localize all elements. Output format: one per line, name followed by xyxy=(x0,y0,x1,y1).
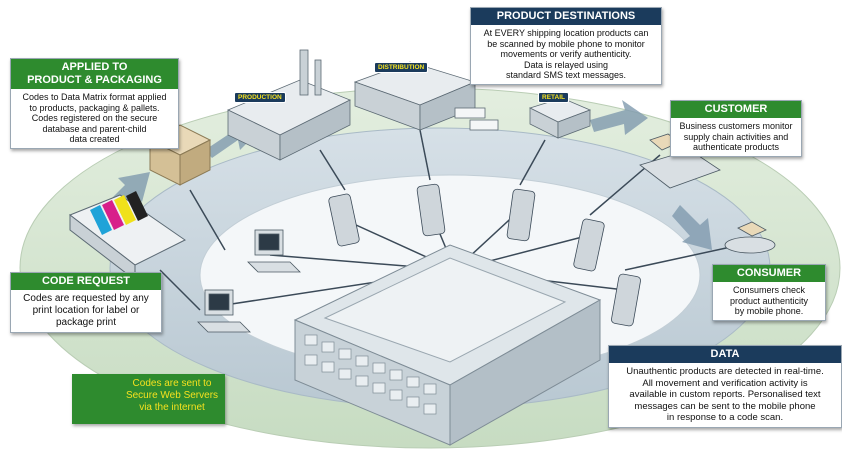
destinations-title: PRODUCT DESTINATIONS xyxy=(471,8,661,25)
data-title: DATA xyxy=(609,346,841,363)
consumer-table xyxy=(724,221,776,254)
printer xyxy=(68,191,186,282)
applied-title: APPLIED TO PRODUCT & PACKAGING xyxy=(11,59,178,89)
destinations-line: At EVERY shipping location products can xyxy=(483,28,649,38)
data-box: DATA Unauthentic products are detected i… xyxy=(608,345,842,428)
computer-terminal-1 xyxy=(247,229,301,273)
retail-store xyxy=(528,97,592,139)
production-tag: PRODUCTION xyxy=(234,92,286,103)
factory xyxy=(227,49,351,161)
data-line: in response to a code scan. xyxy=(666,412,784,423)
customer-body: Business customers monitor supply chain … xyxy=(671,118,801,156)
data-line: available in custom reports. Personalise… xyxy=(629,389,821,400)
retail-tag: RETAIL xyxy=(538,92,569,103)
consumer-body: Consumers check product authenticity by … xyxy=(713,282,825,320)
computer-terminal-2 xyxy=(197,289,251,333)
arrow-to-customer xyxy=(590,100,648,135)
consumer-line: Consumers check xyxy=(732,285,806,295)
applied-box: APPLIED TO PRODUCT & PACKAGING Codes to … xyxy=(10,58,179,149)
applied-body: Codes to Data Matrix format applied to p… xyxy=(11,89,178,148)
code-request-line: Codes are requested by any xyxy=(23,293,149,304)
data-body: Unauthentic products are detected in rea… xyxy=(609,363,841,427)
web-servers-line: Secure Web Servers xyxy=(125,390,219,401)
web-servers-text: Codes are sent to Secure Web Servers via… xyxy=(122,378,222,414)
consumer-line: product authenticity xyxy=(729,295,809,306)
code-request-title: CODE REQUEST xyxy=(11,273,161,290)
applied-line: data created xyxy=(69,134,120,144)
destinations-line: Data is relayed using xyxy=(523,59,609,70)
code-request-box: CODE REQUEST Codes are requested by any … xyxy=(10,272,162,333)
web-servers-line: via the internet xyxy=(139,402,205,413)
data-line: Unauthentic products are detected in rea… xyxy=(626,366,824,377)
destinations-line: be scanned by mobile phone to monitor xyxy=(487,38,645,49)
applied-line: to products, packaging & pallets. xyxy=(29,102,160,113)
destinations-box: PRODUCT DESTINATIONS At EVERY shipping l… xyxy=(470,7,662,85)
customer-line: supply chain activities and xyxy=(683,131,789,142)
customer-box: CUSTOMER Business customers monitor supp… xyxy=(670,100,802,157)
mobile-phones xyxy=(328,183,641,327)
code-request-line: print location for label or xyxy=(32,305,140,316)
code-request-line: package print xyxy=(55,317,117,328)
destinations-line: movements or verify authenticity. xyxy=(500,49,632,59)
applied-line: Codes to Data Matrix format applied xyxy=(22,92,167,102)
applied-title-line2: PRODUCT & PACKAGING xyxy=(27,74,162,86)
arrow-to-consumer xyxy=(672,205,712,250)
applied-line: database and parent-child xyxy=(42,123,147,134)
applied-line: Codes registered on the secure xyxy=(31,113,158,123)
customer-line: authenticate products xyxy=(692,142,780,152)
central-data-building xyxy=(293,244,602,446)
customer-line: Business customers monitor xyxy=(679,121,793,131)
destinations-body: At EVERY shipping location products can … xyxy=(471,25,661,84)
customer-title: CUSTOMER xyxy=(671,101,801,118)
destinations-line: standard SMS text messages. xyxy=(505,70,627,80)
data-line: All movement and verification activity i… xyxy=(642,377,808,389)
consumer-box: CONSUMER Consumers check product authent… xyxy=(712,264,826,321)
web-servers-line: Codes are sent to xyxy=(132,378,212,389)
consumer-line: by mobile phone. xyxy=(734,306,804,316)
code-request-body: Codes are requested by any print locatio… xyxy=(11,290,161,332)
consumer-title: CONSUMER xyxy=(713,265,825,282)
applied-title-line1: APPLIED TO xyxy=(61,61,128,73)
data-line: messages can be sent to the mobile phone xyxy=(634,400,816,412)
web-servers-box: Codes are sent to Secure Web Servers via… xyxy=(72,374,225,424)
distribution-tag: DISTRIBUTION xyxy=(374,62,429,73)
